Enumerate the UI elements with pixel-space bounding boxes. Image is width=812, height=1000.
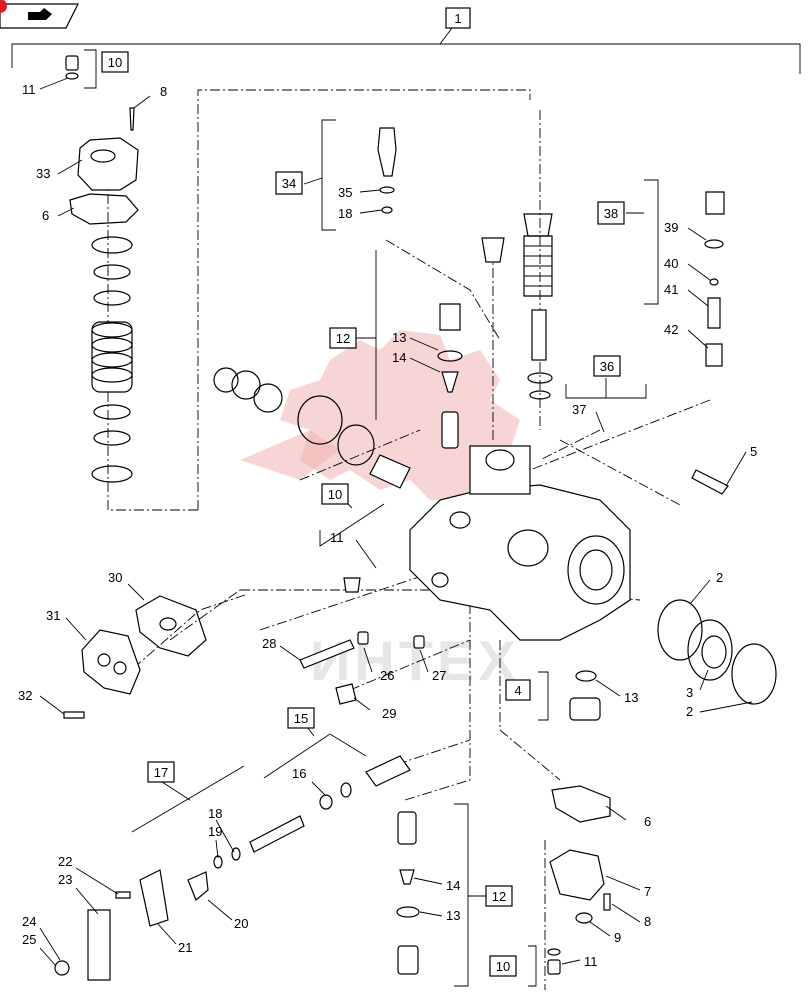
callout-15[interactable]: 15 [294,711,308,726]
callout-10-top[interactable]: 10 [108,55,122,70]
callout-box-12-bottom[interactable] [485,885,513,907]
callout-11-bottom[interactable]: 11 [584,954,598,969]
callout-box-17[interactable] [147,761,175,783]
callout-26[interactable]: 26 [380,668,394,683]
top-valve-parts [377,127,725,367]
lower-right-parts [396,670,611,975]
callout-9[interactable]: 9 [614,930,621,945]
callout-box-1[interactable] [445,7,471,29]
callout-13-top[interactable]: 13 [392,330,406,345]
callout-box-12-top[interactable] [329,327,357,349]
callout-19[interactable]: 19 [208,824,222,839]
plug-part [65,55,79,71]
callout-box-10-bottom[interactable] [489,955,517,977]
callout-1[interactable]: 1 [454,11,461,26]
callout-box-36[interactable] [593,355,621,377]
callout-box-4[interactable] [505,679,531,701]
callout-box-10-top[interactable] [101,51,129,73]
callout-30[interactable]: 30 [108,570,122,585]
callout-10-mid[interactable]: 10 [328,487,342,502]
callout-29[interactable]: 29 [382,706,396,721]
callout-box-34[interactable] [275,171,303,195]
callout-40[interactable]: 40 [664,256,678,271]
cover-part [77,137,139,191]
callout-8-bottom[interactable]: 8 [644,914,651,929]
watermark: ИНТЕХ [240,330,520,692]
flange-parts-left [63,595,207,719]
ring-parts-right [657,599,777,705]
callout-6-bottom[interactable]: 6 [644,814,651,829]
callout-41[interactable]: 41 [664,282,678,297]
callout-14-bottom[interactable]: 14 [446,878,460,893]
watermark-text: ИНТЕХ [310,629,520,692]
callout-14-top[interactable]: 14 [392,350,406,365]
callout-box-38[interactable] [597,201,625,225]
spring-stack-parts [213,213,553,489]
callout-23[interactable]: 23 [58,872,72,887]
callout-10-bottom[interactable]: 10 [496,959,510,974]
callout-21[interactable]: 21 [178,940,192,955]
callout-13-mid[interactable]: 13 [624,690,638,705]
callout-31[interactable]: 31 [46,608,60,623]
callout-8-top[interactable]: 8 [160,84,167,99]
callout-4[interactable]: 4 [514,683,521,698]
callout-3[interactable]: 3 [686,685,693,700]
callout-20[interactable]: 20 [234,916,248,931]
back-navigation-tab[interactable] [0,0,79,29]
callout-7[interactable]: 7 [644,884,651,899]
callout-38[interactable]: 38 [604,206,618,221]
callout-25[interactable]: 25 [22,932,36,947]
callout-2-upper[interactable]: 2 [716,570,723,585]
leader-lines [39,49,753,987]
callout-24[interactable]: 24 [22,914,36,929]
callout-12-top[interactable]: 12 [336,331,350,346]
callout-18-lower[interactable]: 18 [208,806,222,821]
boxed-callouts: 10 34 38 12 36 10 4 15 17 12 10 [101,51,625,977]
screw-part [129,107,135,131]
callout-12-bottom[interactable]: 12 [492,889,506,904]
pin-parts [299,631,425,705]
callout-36[interactable]: 36 [600,359,614,374]
left-column-parts [65,55,139,483]
callout-box-15[interactable] [287,707,315,729]
pump-body [343,445,729,641]
hand-pointer-icon [28,8,52,20]
assembly-bracket: 1 [11,7,801,74]
gasket-part [69,193,139,225]
lever-parts-lower [54,755,411,981]
callout-11-top[interactable]: 11 [22,82,36,97]
callout-13-bottom[interactable]: 13 [446,908,460,923]
callout-37[interactable]: 37 [572,402,586,417]
callout-18-top[interactable]: 18 [338,206,352,221]
callout-28[interactable]: 28 [262,636,276,651]
callout-27[interactable]: 27 [432,668,446,683]
callout-numbers: 11 8 33 6 35 18 39 40 41 42 13 14 37 5 1… [18,82,757,969]
callout-11-mid[interactable]: 11 [330,530,344,545]
callout-box-10-mid[interactable] [321,483,349,505]
callout-39[interactable]: 39 [664,220,678,235]
callout-34[interactable]: 34 [282,176,296,191]
callout-22[interactable]: 22 [58,854,72,869]
callout-32[interactable]: 32 [18,688,32,703]
callout-33[interactable]: 33 [36,166,50,181]
callout-35[interactable]: 35 [338,185,352,200]
callout-42[interactable]: 42 [664,322,678,337]
callout-5[interactable]: 5 [750,444,757,459]
callout-17[interactable]: 17 [154,765,168,780]
callout-2-lower[interactable]: 2 [686,704,693,719]
callout-16[interactable]: 16 [292,766,306,781]
washer-part [65,72,79,80]
callout-6-top[interactable]: 6 [42,208,49,223]
